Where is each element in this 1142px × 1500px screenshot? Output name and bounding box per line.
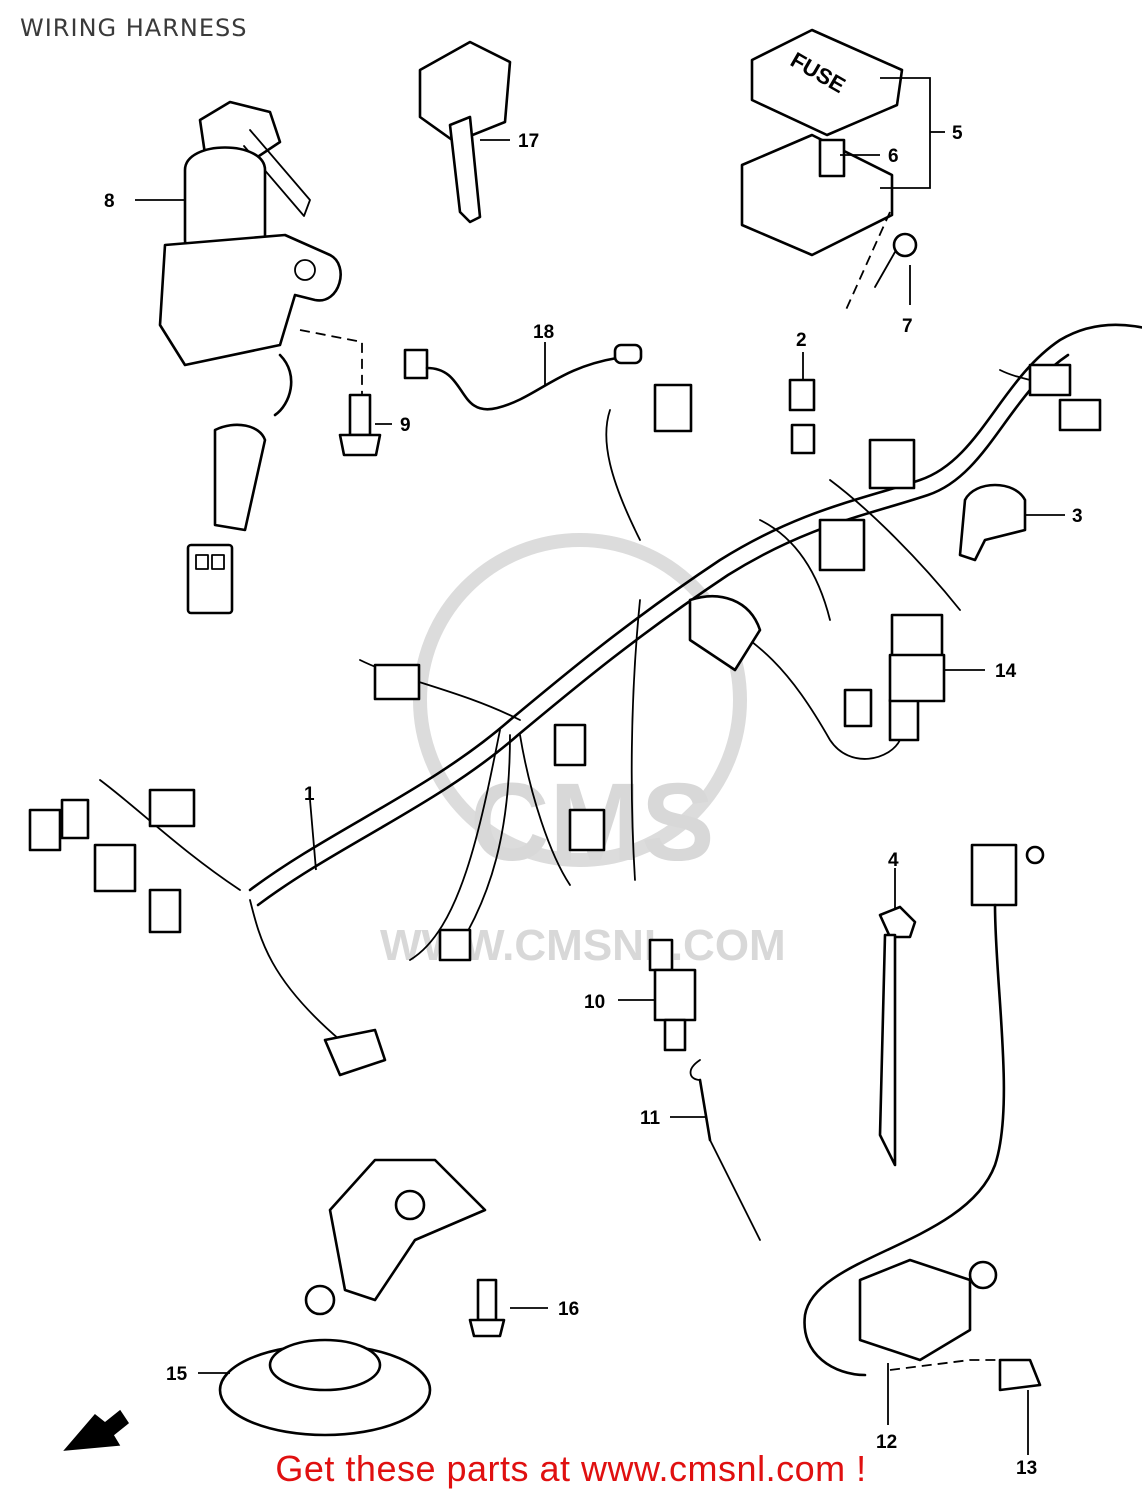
callout-5: 5 (952, 123, 963, 144)
callout-15: 15 (166, 1364, 188, 1385)
callout-14: 14 (995, 661, 1017, 682)
callout-9: 9 (400, 415, 411, 436)
main-harness-drawing (99, 323, 1142, 1041)
bolt-9-drawing (338, 393, 382, 457)
callout-2: 2 (796, 330, 807, 351)
callout-10: 10 (584, 992, 605, 1013)
harness-connectors (28, 363, 1102, 1077)
callout-lines (135, 77, 1065, 1455)
callout-7: 7 (902, 316, 913, 337)
callout-numbers: 1 2 3 4 5 6 7 8 9 10 11 12 13 14 15 16 1… (104, 123, 1083, 1479)
callout-18: 18 (533, 322, 554, 343)
ignition-switch-drawing (158, 100, 363, 615)
footer-link-banner[interactable]: Get these parts at www.cmsnl.com ! (275, 1448, 867, 1489)
callout-1: 1 (304, 784, 315, 805)
callout-17: 17 (518, 131, 539, 152)
callout-8: 8 (104, 191, 115, 212)
screw-7-drawing (844, 211, 918, 313)
bolt-16-drawing (468, 1278, 506, 1338)
front-brake-switch-drawing (803, 843, 1045, 1392)
fuse-box-drawing: FUSE (740, 28, 904, 257)
terminal-cover-drawing (958, 483, 1027, 562)
horn-drawing (218, 1158, 487, 1437)
rear-brake-switch-drawing (648, 938, 697, 1052)
spring-drawing (689, 1059, 761, 1241)
callout-11: 11 (640, 1108, 661, 1129)
cable-clamp-drawing (878, 905, 917, 1167)
relay-connector-drawing (788, 378, 816, 455)
callout-16: 16 (558, 1299, 579, 1320)
watermark: CMS WWW.CMSNL.COM (380, 533, 786, 970)
callout-6: 6 (888, 146, 899, 167)
callout-13: 13 (1016, 1458, 1037, 1479)
callout-12: 12 (876, 1432, 897, 1453)
callout-4: 4 (888, 850, 899, 871)
page-title: WIRING HARNESS (20, 14, 248, 42)
lead-wire-drawing (403, 343, 643, 411)
direction-arrow-icon (63, 1409, 130, 1451)
key-drawing (418, 40, 512, 224)
callout-3: 3 (1072, 506, 1083, 527)
relay-drawing (888, 613, 946, 703)
